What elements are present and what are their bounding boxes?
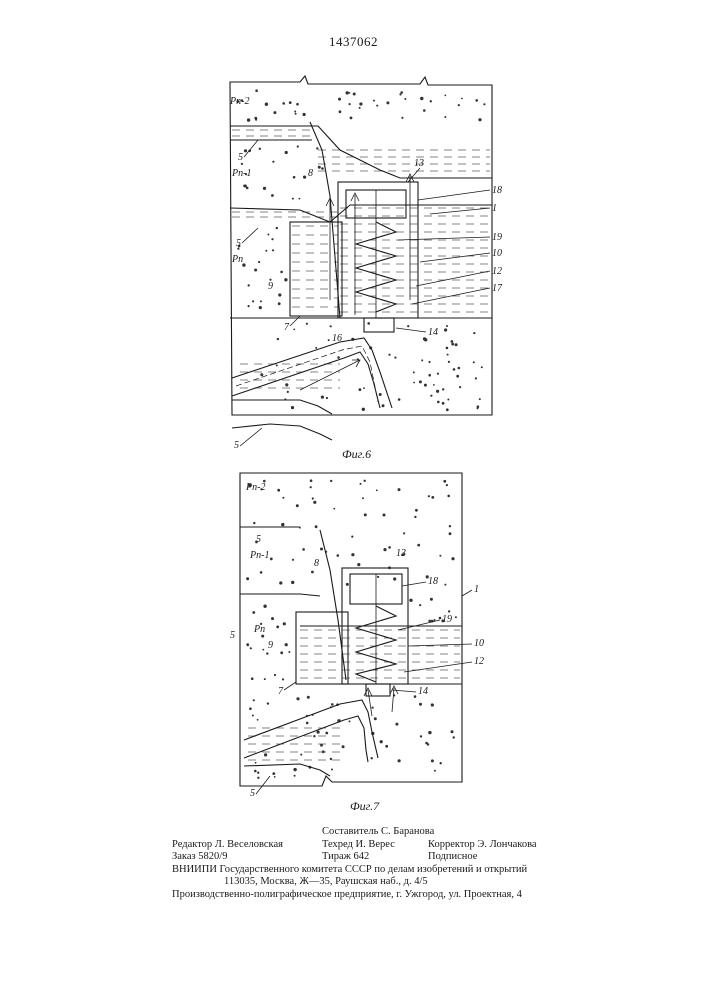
fig7-label-5a: 5: [256, 534, 261, 545]
fig7-label-1: 1: [474, 584, 479, 595]
imprint-compiler: Составитель С. Баранова: [322, 826, 434, 839]
fig7-label-14: 14: [418, 686, 428, 697]
fig7-label-5c: 5: [250, 788, 255, 799]
fig7-pipe: [244, 700, 378, 758]
fig7-label-12: 12: [474, 656, 484, 667]
fig7-label-pn: Pп: [253, 624, 265, 635]
fig7-label-13: 13: [396, 548, 406, 559]
fig7-label-pn2: Pп-2: [245, 482, 265, 493]
fig7-label-7: 7: [278, 686, 284, 697]
imprint-block: Составитель С. Баранова Редактор Л. Весе…: [172, 826, 552, 901]
fig7-label-8: 8: [314, 558, 319, 569]
fig7-caption: Фиг.7: [350, 799, 380, 813]
fig7-block-9: [296, 612, 348, 684]
fig7-flow: [364, 686, 398, 716]
imprint-subscription: Подписное: [428, 851, 477, 864]
imprint-order: Заказ 5820/9: [172, 851, 227, 864]
imprint-techred: Техред И. Верес: [322, 839, 395, 852]
fig7-rock-dots: [246, 479, 457, 779]
fig7-valve-14: [366, 684, 390, 696]
imprint-corrector: Корректор Э. Лончакова: [428, 839, 537, 852]
fig7-label-pn1: Pп-1: [249, 550, 269, 561]
imprint-address: 113035, Москва, Ж—35, Раушская наб., д. …: [224, 876, 428, 889]
fig7-label-19: 19: [442, 614, 452, 625]
fig7-frame: [240, 473, 462, 786]
imprint-printer: Производственно-полиграфическое предприя…: [172, 889, 522, 902]
fig7-label-10: 10: [474, 638, 484, 649]
imprint-circulation: Тираж 642: [322, 851, 369, 864]
fig7-seam-bottom: [244, 764, 330, 776]
fig7-label-5b: 5: [230, 630, 235, 641]
imprint-editor: Редактор Л. Веселовская: [172, 839, 283, 852]
imprint-institute: ВНИИПИ Государственного комитета СССР по…: [172, 864, 527, 877]
fig7-leaders: [256, 582, 472, 794]
fig7-label-9: 9: [268, 640, 273, 651]
fig7-seam-upper-b: [240, 594, 320, 596]
fig7-label-18: 18: [428, 576, 438, 587]
